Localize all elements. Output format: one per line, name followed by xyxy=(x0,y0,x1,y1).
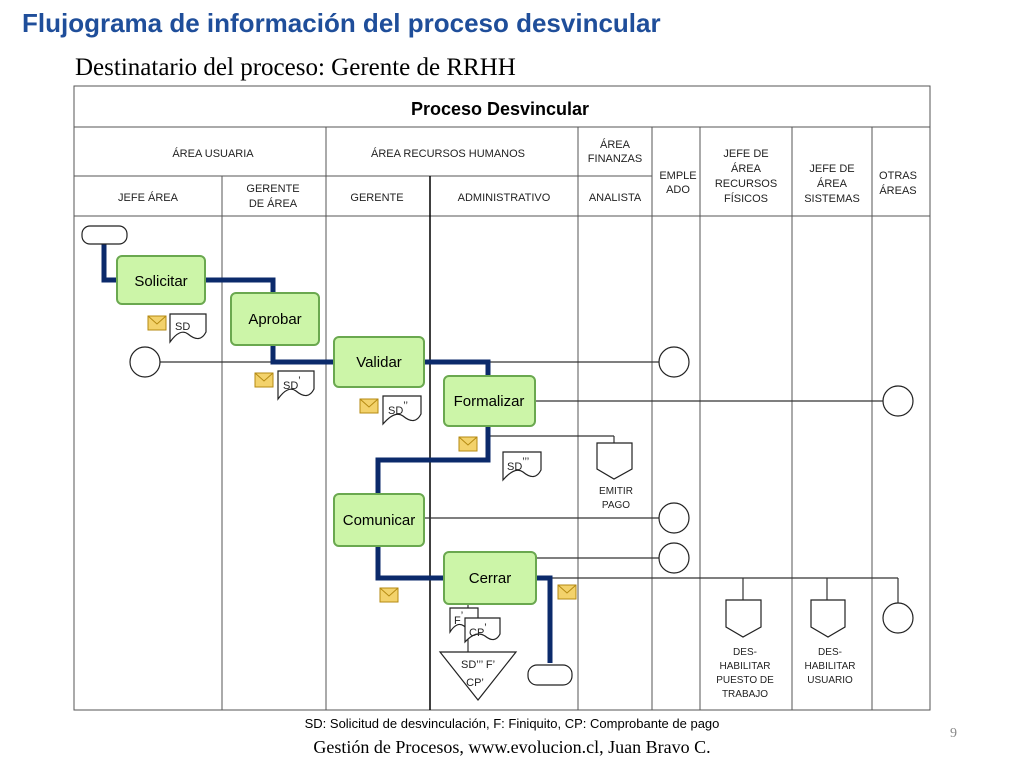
archive-line-1: SD’’’ F’ xyxy=(461,659,495,671)
document-sd-double xyxy=(382,395,422,426)
mail-icon xyxy=(379,587,399,603)
lane-jefe-sistemas-1: JEFE DE xyxy=(809,163,854,175)
deshab-puesto-4: TRABAJO xyxy=(722,689,768,700)
document-sd xyxy=(169,313,207,344)
footer-credit: Gestión de Procesos, www.evolucion.cl, J… xyxy=(313,737,711,757)
emitir-pago-1: EMITIR xyxy=(599,486,633,497)
lane-gerente-area-1: GERENTE xyxy=(246,183,299,195)
group-area-finanzas-2: FINANZAS xyxy=(588,153,642,165)
connector-circle xyxy=(658,346,690,378)
document-sd-double-label: SD’’ xyxy=(388,400,408,417)
mail-icon xyxy=(557,584,577,600)
activity-formalizar-label: Formalizar xyxy=(454,393,525,410)
lane-jefe-rf-4: FÍSICOS xyxy=(724,192,768,205)
document-cp xyxy=(464,617,501,644)
lane-gerente-area-2: DE ÁREA xyxy=(249,197,298,210)
activity-cerrar: Cerrar xyxy=(443,551,537,605)
connector-circle xyxy=(658,502,690,534)
lane-jefe-area: JEFE ÁREA xyxy=(118,191,179,204)
footnote-legend: SD: Solicitud de desvinculación, F: Fini… xyxy=(304,716,720,731)
activity-validar: Validar xyxy=(333,336,425,388)
archive-triangle xyxy=(438,651,518,701)
output-deshabilitar-usuario: DES- HABILITAR USUARIO xyxy=(805,599,856,686)
page-number: 9 xyxy=(950,726,957,741)
lane-otras-areas-1: OTRAS xyxy=(879,170,917,182)
deshab-usuario-3: USUARIO xyxy=(807,675,853,686)
lane-empleado-2: ADO xyxy=(666,184,690,196)
activity-validar-label: Validar xyxy=(356,354,402,371)
lane-otras-areas-2: ÁREAS xyxy=(879,184,916,197)
swimlane-grid xyxy=(73,85,931,711)
lane-jefe-rf-1: JEFE DE xyxy=(723,148,768,160)
slide-title: Flujograma de información del proceso de… xyxy=(22,8,661,38)
activity-aprobar-label: Aprobar xyxy=(248,311,301,328)
connector-circle xyxy=(658,542,690,574)
activity-comunicar-label: Comunicar xyxy=(343,512,416,529)
document-sd-label: SD xyxy=(175,321,190,333)
deshab-puesto-2: HABILITAR xyxy=(720,661,771,672)
group-area-rrhh: ÁREA RECURSOS HUMANOS xyxy=(371,147,525,160)
activity-solicitar-label: Solicitar xyxy=(134,273,187,290)
mail-icon xyxy=(458,436,478,452)
archive-line-2: CP’ xyxy=(466,677,484,689)
activity-formalizar: Formalizar xyxy=(443,375,536,427)
activity-aprobar: Aprobar xyxy=(230,292,320,346)
connector-circle xyxy=(882,602,914,634)
mail-icon xyxy=(359,398,379,414)
output-emitir-pago: EMITIR PAGO xyxy=(596,442,633,511)
document-sd-triple-label: SD’’’ xyxy=(507,456,529,473)
mail-icon xyxy=(254,372,274,388)
document-sd-prime-label: SD’ xyxy=(283,375,301,392)
document-sd-prime xyxy=(277,370,315,401)
lane-administrativo: ADMINISTRATIVO xyxy=(458,192,551,204)
group-area-usuaria: ÁREA USUARIA xyxy=(172,147,254,160)
slide-subtitle: Destinatario del proceso: Gerente de RRH… xyxy=(75,54,516,81)
control-flow xyxy=(101,244,553,663)
connector-circle xyxy=(129,346,161,378)
deshab-puesto-3: PUESTO DE xyxy=(716,675,774,686)
mail-icon xyxy=(147,315,167,331)
lane-jefe-rf-3: RECURSOS xyxy=(715,178,777,190)
start-terminator xyxy=(81,225,128,245)
lane-gerente: GERENTE xyxy=(350,192,403,204)
deshab-puesto-1: DES- xyxy=(733,647,757,658)
emitir-pago-2: PAGO xyxy=(602,500,630,511)
activity-cerrar-label: Cerrar xyxy=(469,570,512,587)
activity-comunicar: Comunicar xyxy=(333,493,425,547)
lane-jefe-sistemas-2: ÁREA xyxy=(817,177,848,190)
output-deshabilitar-puesto: DES- HABILITAR PUESTO DE TRABAJO xyxy=(716,599,774,700)
group-area-finanzas-1: ÁREA xyxy=(600,138,631,151)
diagram-title: Proceso Desvincular xyxy=(411,99,589,119)
document-sd-triple xyxy=(502,451,542,482)
document-cp-label: CP’ xyxy=(469,622,487,639)
lane-empleado-1: EMPLE xyxy=(659,170,696,182)
document-f-label: F’ xyxy=(454,610,463,627)
deshab-usuario-2: HABILITAR xyxy=(805,661,856,672)
lane-jefe-sistemas-3: SISTEMAS xyxy=(804,193,860,205)
end-terminator xyxy=(527,664,573,686)
connector-circles xyxy=(129,346,914,634)
lane-analista: ANALISTA xyxy=(589,192,642,204)
deshab-usuario-1: DES- xyxy=(818,647,842,658)
connector-circle xyxy=(882,385,914,417)
mail-icons xyxy=(147,315,577,603)
lane-jefe-rf-2: ÁREA xyxy=(731,162,762,175)
activity-solicitar: Solicitar xyxy=(116,255,206,305)
